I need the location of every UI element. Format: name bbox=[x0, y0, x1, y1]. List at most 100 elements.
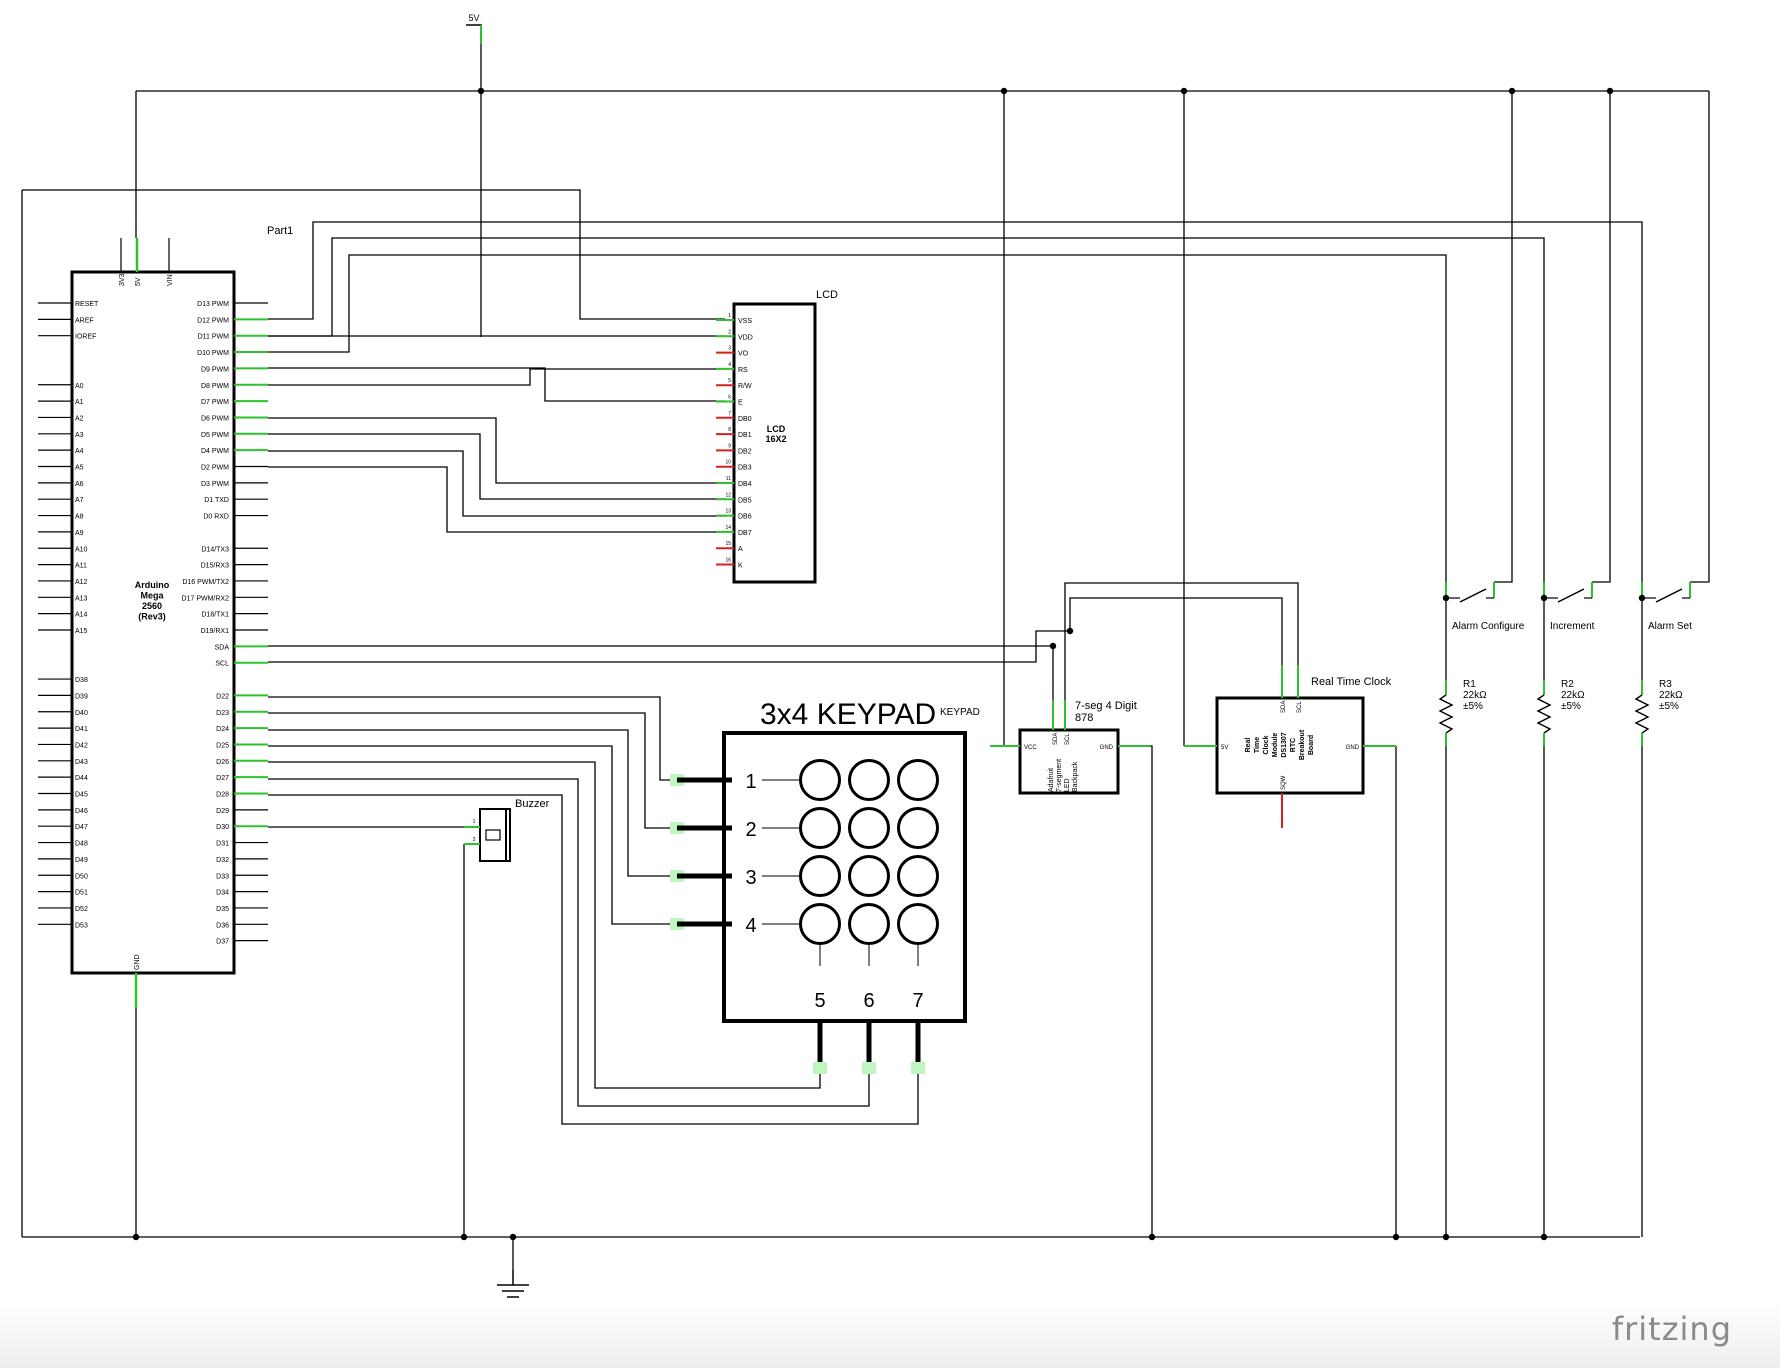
rtc-body-text: Board bbox=[1308, 735, 1315, 755]
arduino-title: 2560 bbox=[142, 601, 162, 611]
seven-seg-body-text: 7-segment bbox=[1056, 759, 1063, 792]
lcd-pin-label: DB5 bbox=[738, 497, 752, 504]
arduino-title: (Rev3) bbox=[138, 612, 166, 622]
lcd-pin-label: A bbox=[738, 546, 743, 553]
arduino-pin-label: IOREF bbox=[75, 334, 96, 341]
arduino-pin-label: 5V bbox=[135, 277, 142, 286]
wire bbox=[268, 745, 670, 925]
keypad-pad bbox=[862, 1062, 876, 1074]
wire bbox=[268, 630, 1070, 647]
arduino-pin-label: D49 bbox=[75, 857, 88, 864]
arduino-pin-label: D37 bbox=[216, 939, 229, 946]
arduino-pin-label: D14/TX3 bbox=[201, 546, 229, 553]
lcd-pin-label: DB4 bbox=[738, 481, 752, 488]
lcd-pin-label: VO bbox=[738, 351, 749, 358]
resistor-tolerance: ±5% bbox=[1463, 701, 1483, 712]
arduino-pin-label: D13 PWM bbox=[197, 301, 229, 308]
buzzer-pin-number: 2 bbox=[473, 837, 476, 843]
lcd-pin-label: DB7 bbox=[738, 530, 752, 537]
rtc-body-text: Module bbox=[1272, 733, 1279, 758]
resistor-value: 22kΩ bbox=[1463, 690, 1487, 701]
wire bbox=[1069, 597, 1283, 665]
arduino-pin-label: AREF bbox=[75, 317, 94, 324]
rtc-pin-label: GND bbox=[1346, 745, 1360, 751]
arduino-pin-label: D34 bbox=[216, 890, 229, 897]
lcd-pin-number: 6 bbox=[728, 395, 731, 401]
wire bbox=[1592, 91, 1611, 583]
arduino-pin-label: A0 bbox=[75, 383, 84, 390]
seven-seg-body-text: Adafruit bbox=[1048, 768, 1055, 792]
keypad-body bbox=[722, 731, 967, 1023]
wire bbox=[268, 729, 670, 877]
junction-dot bbox=[1392, 1233, 1400, 1241]
arduino-pin-label: A10 bbox=[75, 546, 88, 553]
lcd-pin-number: 10 bbox=[725, 460, 731, 466]
arduino-pin-label: D35 bbox=[216, 906, 229, 913]
arduino-pin-label: A13 bbox=[75, 595, 88, 602]
keypad-col-number: 5 bbox=[814, 990, 825, 1012]
rtc-pin-label: SQW bbox=[1281, 775, 1287, 790]
junction-dot bbox=[1606, 87, 1614, 95]
lcd-pin-label: VSS bbox=[738, 318, 752, 325]
junction-dot bbox=[1000, 87, 1008, 95]
wire bbox=[268, 417, 725, 484]
arduino-pin-label: D36 bbox=[216, 922, 229, 929]
lcd-pin-number: 4 bbox=[728, 362, 731, 368]
wire bbox=[268, 761, 821, 1089]
wire bbox=[268, 450, 725, 517]
lcd-title: 16X2 bbox=[765, 434, 786, 444]
arduino-pin-label: D2 PWM bbox=[201, 465, 229, 472]
arduino-pin-label: D43 bbox=[75, 759, 88, 766]
switch-label: Increment bbox=[1550, 621, 1595, 632]
arduino-pin-label: D23 bbox=[216, 710, 229, 717]
fritzing-logo: fritzing bbox=[1611, 1310, 1732, 1348]
wire bbox=[268, 254, 1447, 582]
arduino-pin-label: D53 bbox=[75, 922, 88, 929]
parts: Part1ArduinoMega2560(Rev3)RESETAREFIOREF… bbox=[38, 13, 1692, 1298]
arduino-pin-label: D47 bbox=[75, 824, 88, 831]
junction-dot bbox=[1540, 1233, 1548, 1241]
arduino-pin-label: A4 bbox=[75, 448, 84, 455]
keypad-row-number: 4 bbox=[745, 915, 756, 937]
junction-dot bbox=[1066, 627, 1074, 635]
wire bbox=[268, 712, 670, 829]
keypad-col-number: 6 bbox=[863, 990, 874, 1012]
arduino-pin-label: D26 bbox=[216, 759, 229, 766]
lcd-pin-label: K bbox=[738, 563, 743, 570]
keypad-col-number: 7 bbox=[912, 990, 923, 1012]
arduino-pin-label: D3 PWM bbox=[201, 481, 229, 488]
lcd-pin-label: DB0 bbox=[738, 416, 752, 423]
arduino-pin-label: D8 PWM bbox=[201, 383, 229, 390]
wire bbox=[1150, 745, 1153, 1237]
junction-dot bbox=[1508, 87, 1516, 95]
lcd-pin-label: DB6 bbox=[738, 514, 752, 521]
lcd-pin-number: 1 bbox=[728, 313, 731, 319]
arduino-pin-label: A3 bbox=[75, 432, 84, 439]
arduino-pin-label: A8 bbox=[75, 514, 84, 521]
arduino-pin-label: D29 bbox=[216, 808, 229, 815]
lcd-pin-number: 12 bbox=[725, 492, 731, 498]
lcd-pin-label: VDD bbox=[738, 334, 753, 341]
rtc-pin-label: SCL bbox=[1297, 701, 1303, 713]
arduino-pin-label: A2 bbox=[75, 415, 84, 422]
arduino-pin-label: 3V3 bbox=[119, 273, 126, 286]
part1-label: Part1 bbox=[267, 225, 293, 237]
lcd-body bbox=[732, 302, 817, 584]
arduino-title: Mega bbox=[140, 591, 164, 601]
lcd-pin-label: DB1 bbox=[738, 432, 752, 439]
keypad-label: KEYPAD bbox=[940, 707, 980, 718]
keypad-row-number: 2 bbox=[745, 819, 756, 841]
rtc-body-text: Clock bbox=[1263, 735, 1270, 754]
lcd-label: LCD bbox=[816, 289, 838, 301]
lcd-pin-number: 14 bbox=[725, 525, 731, 531]
arduino-pin-label: D0 RXD bbox=[203, 514, 229, 521]
lcd-pin-label: E bbox=[738, 400, 743, 407]
arduino-pin-label: SDA bbox=[215, 644, 230, 651]
switch-lever bbox=[1459, 588, 1487, 603]
seven-seg-body-text: Backpack bbox=[1072, 761, 1079, 792]
lcd-pin-number: 2 bbox=[728, 329, 731, 335]
buzzer-label: Buzzer bbox=[515, 798, 550, 810]
wire bbox=[1064, 582, 1299, 700]
arduino-pin-label: D7 PWM bbox=[201, 399, 229, 406]
